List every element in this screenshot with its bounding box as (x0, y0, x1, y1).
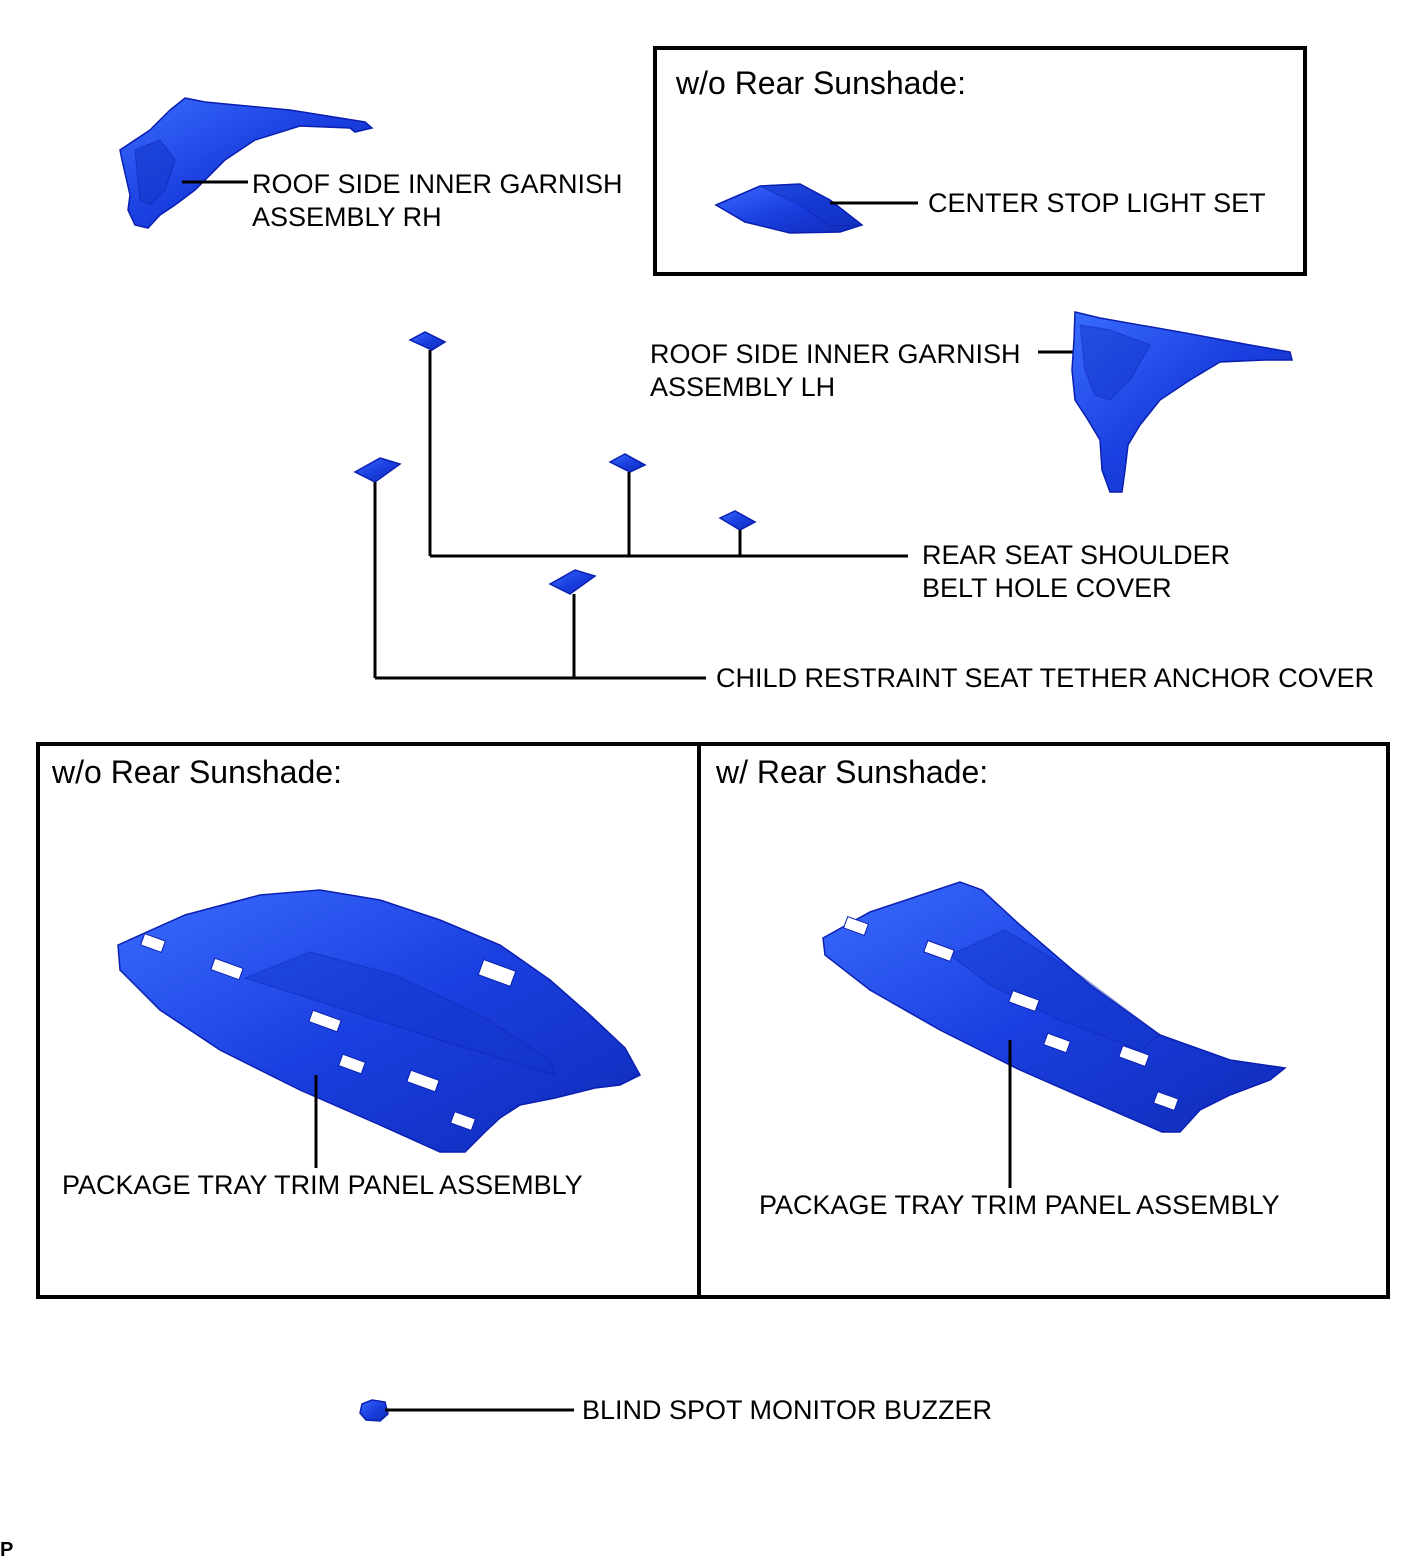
roof-garnish-lh-label-1: ROOF SIDE INNER GARNISH (650, 339, 1021, 369)
blind-spot-buzzer-part (359, 1399, 389, 1422)
roof-garnish-rh-label-2: ASSEMBLY RH (252, 202, 442, 232)
belt-cover-3-part (718, 510, 757, 531)
right-box-title: w/ Rear Sunshade: (715, 754, 988, 790)
center-stop-light-label: CENTER STOP LIGHT SET (928, 188, 1266, 218)
top-sunshade-box (653, 46, 1307, 276)
package-tray-wo-label: PACKAGE TRAY TRIM PANEL ASSEMBLY (62, 1170, 583, 1200)
roof-garnish-rh-part (119, 97, 374, 229)
left-box-title: w/o Rear Sunshade: (51, 754, 342, 790)
package-tray-w-part (822, 881, 1287, 1133)
package-tray-boxes-frame (36, 742, 1390, 1299)
belt-cover-label-2: BELT HOLE COVER (922, 573, 1172, 603)
roof-garnish-lh-part (1071, 311, 1293, 493)
belt-cover-2-part (608, 453, 647, 473)
belt-cover-1-part (408, 331, 447, 351)
blind-spot-buzzer-label: BLIND SPOT MONITOR BUZZER (582, 1395, 992, 1425)
package-tray-w-label: PACKAGE TRAY TRIM PANEL ASSEMBLY (759, 1190, 1280, 1220)
tether-cover-2-part (548, 569, 597, 595)
tether-cover-label: CHILD RESTRAINT SEAT TETHER ANCHOR COVER (716, 663, 1374, 693)
top-box-title: w/o Rear Sunshade: (675, 65, 966, 101)
belt-cover-label-1: REAR SEAT SHOULDER (922, 540, 1230, 570)
package-tray-wo-part (117, 889, 642, 1153)
roof-garnish-lh-label-2: ASSEMBLY LH (650, 372, 835, 402)
roof-garnish-rh-label-1: ROOF SIDE INNER GARNISH (252, 169, 623, 199)
center-stop-light-part (714, 183, 864, 234)
tether-cover-1-part (353, 457, 402, 483)
footer-letter: P (0, 1539, 13, 1559)
